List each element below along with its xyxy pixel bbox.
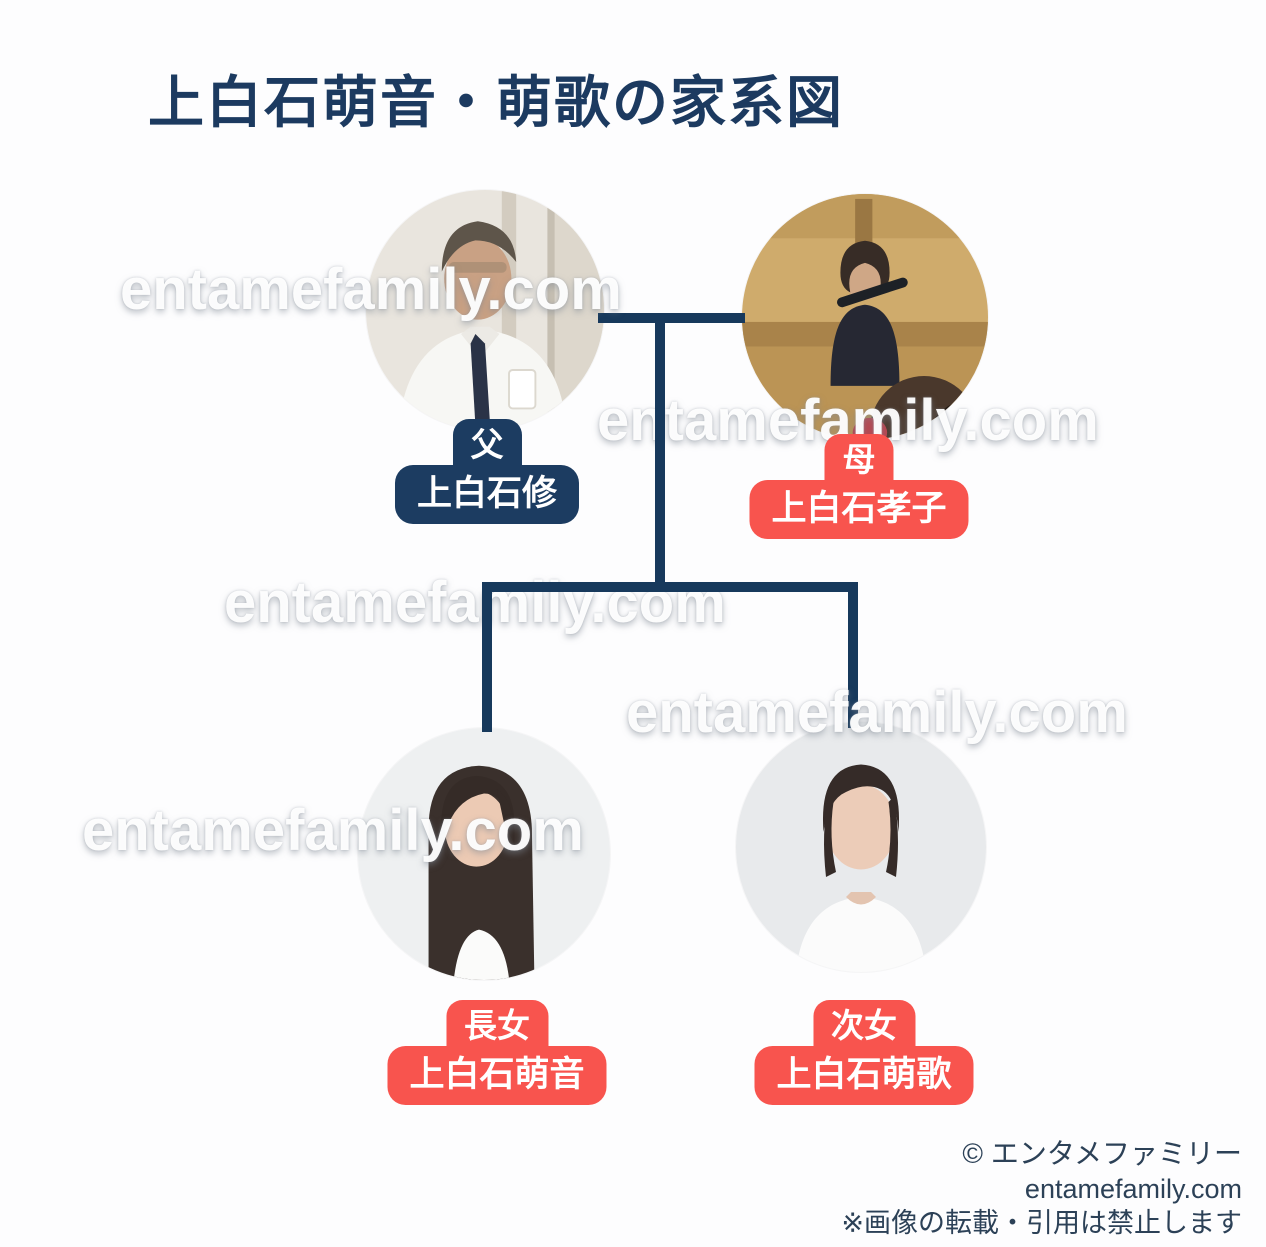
watermark-text: entamefamily.com: [626, 680, 1128, 745]
father-label: 父 上白石修: [394, 419, 580, 524]
mother-label: 母 上白石孝子: [749, 434, 969, 539]
mother-name: 上白石孝子: [749, 480, 969, 539]
page-title: 上白石萌音・萌歌の家系図: [148, 71, 844, 134]
father-name: 上白石修: [394, 465, 580, 524]
siblings-bar-line: [482, 582, 858, 592]
daughter2-name: 上白石萌歌: [754, 1046, 974, 1105]
father-portrait-illustration: [366, 190, 604, 430]
footer-copyright: © エンタメファミリー: [962, 1138, 1242, 1169]
footer-site: entamefamily.com: [1024, 1173, 1242, 1204]
watermark-text: entamefamily.com: [224, 570, 726, 635]
daughter2-drop-line: [848, 582, 858, 728]
parents-connector-line: [598, 313, 745, 323]
daughter1-photo: [358, 728, 610, 980]
footer-notice: ※画像の転載・引用は禁止します: [841, 1208, 1242, 1239]
daughter2-photo: [736, 722, 986, 972]
daughter2-portrait-illustration: [736, 722, 986, 972]
footer: © エンタメファミリー entamefamily.com ※画像の転載・引用は禁…: [841, 1136, 1242, 1241]
daughter2-label: 次女 上白石萌歌: [754, 1000, 974, 1105]
father-photo: [366, 190, 604, 430]
daughter1-label: 長女 上白石萌音: [387, 1000, 607, 1105]
daughter1-name: 上白石萌音: [387, 1046, 607, 1105]
watermark-text: entamefamily.com: [120, 257, 622, 322]
daughter1-portrait-illustration: [358, 728, 610, 980]
parents-to-children-line: [655, 313, 665, 592]
daughter1-drop-line: [482, 582, 492, 732]
watermark-text: entamefamily.com: [82, 798, 584, 863]
